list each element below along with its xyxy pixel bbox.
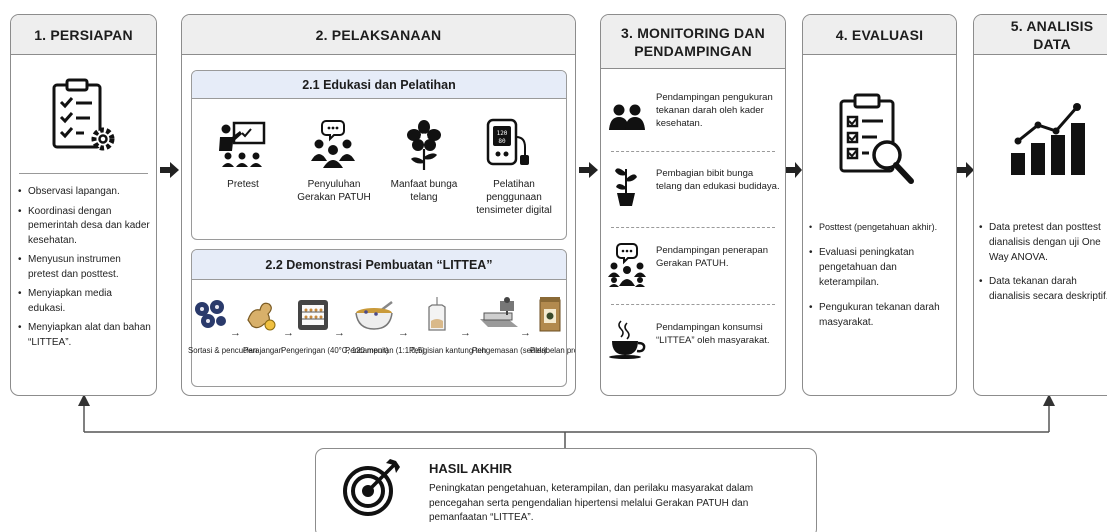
flow-arrow-4 [957,162,974,178]
monitoring-title: 3. MONITORING DAN PENDAMPINGAN [601,15,785,69]
divider [611,151,775,152]
blood-pressure-monitor-icon: 120 80 [485,117,529,174]
bullet-item: Menyiapkan alat dan bahan “LITTEA”. [18,321,151,350]
step-arrow-icon: → [460,327,471,339]
demo-step-label: Pengemasan (sealer) [472,346,547,355]
evaluasi-panel: 4. EVALUASI Posttest (pengetahuan akhir)… [802,14,957,396]
analisis-bullets: Data pretest dan posttest dianalisis den… [979,220,1107,309]
flowers-icon [193,300,227,335]
demo-step-label: Pelabelan produk [530,346,575,355]
bullet-item: Pengukuran tekanan darah masyarakat. [809,300,955,330]
seedling-pot-icon [613,163,639,212]
flower-icon [405,119,443,176]
tea-cup-icon [607,319,647,364]
hasil-akhir-text: Peningkatan pengetahuan, keterampilan, d… [429,483,754,523]
edukasi-item-label: Penyuluhan Gerakan PATUH [297,179,371,203]
svg-text:80: 80 [498,138,506,145]
tea-bag-icon [424,297,450,338]
svg-text:120: 120 [497,130,508,137]
demo-step-label: Perajangan [243,346,283,355]
persiapan-bullets: Observasi lapangan. Koordinasi dengan pe… [18,185,151,355]
monitoring-text: Pendampingan pengukuran tekanan darah ol… [656,92,773,129]
demo-step-label: Pencampuran (1:1:0,5) [345,346,425,355]
monitoring-text: Pendampingan konsumsi “LITTEA” oleh masy… [656,322,770,346]
clipboard-magnifier-icon [837,93,921,194]
bullet-item: Evaluasi peningkatan pengetahuan dan ket… [809,245,955,290]
demo-step-label: Sortasi & pencucian [188,346,258,355]
bullet-item: Observasi lapangan. [18,185,151,200]
pelaksanaan-panel: 2. PELAKSANAAN 2.1 Edukasi dan Pelatihan… [181,14,576,396]
divider [19,173,148,174]
step-arrow-icon: → [230,327,241,339]
group-discussion-icon [310,119,356,174]
persiapan-title: 1. PERSIAPAN [11,15,156,55]
bullet-item: Data pretest dan posttest dianalisis den… [979,220,1107,265]
bullet-item: Menyusun instrumen pretest dan posttest. [18,253,151,282]
divider [611,227,775,228]
step-arrow-icon: → [398,327,409,339]
evaluasi-bullets: Posttest (pengetahuan akhir). Evaluasi p… [809,220,955,335]
step-arrow-icon: → [334,327,345,339]
evaluasi-title: 4. EVALUASI [803,15,956,55]
bullet-item: Posttest (pengetahuan akhir). [809,220,955,235]
monitoring-panel: 3. MONITORING DAN PENDAMPINGAN Pendampin… [600,14,786,396]
community-chat-icon [607,243,647,292]
bullet-item: Data tekanan darah dianalisis secara des… [979,274,1107,304]
product-package-icon [539,296,561,337]
demo-step-label: Pengeringan (40°C, 120 menit) [281,346,389,355]
mixing-bowl-icon [354,301,396,336]
hasil-akhir-panel: HASIL AKHIR Peningkatan pengetahuan, ket… [315,448,817,532]
edukasi-item-label: Manfaat bunga telang [390,179,458,203]
teacher-presentation-icon [216,121,268,174]
step-arrow-icon: → [520,327,531,339]
clipboard-checklist-gear-icon [48,77,118,162]
divider [611,304,775,305]
pelaksanaan-title: 2. PELAKSANAAN [182,15,575,55]
analisis-title: 5. ANALISIS DATA [974,15,1107,55]
oven-icon [297,299,329,336]
sealer-machine-icon [478,297,520,336]
ginger-icon [244,298,278,337]
step-arrow-icon: → [283,327,294,339]
monitoring-text: Pendampingan penerapan Gerakan PATUH. [656,245,768,269]
monitoring-text: Pembagian bibit bunga telang dan edukasi… [656,168,780,192]
demo-step-label: Pengisian kantung teh [409,346,487,355]
persiapan-panel: 1. PERSIAPAN Observasi lapangan. Koordin… [10,14,157,396]
flow-arrow-1 [160,162,179,178]
bullet-item: Koordinasi dengan pemerintah desa dan ka… [18,205,151,249]
hasil-akhir-title: HASIL AKHIR [429,461,513,476]
bullet-item: Menyiapkan media edukasi. [18,287,151,316]
edukasi-item-label: Pelatihan penggunaan tensimeter digital [476,179,552,216]
target-icon [342,459,402,522]
edukasi-item-label: Pretest [227,179,259,190]
analisis-panel: 5. ANALISIS DATA Data pretest dan postte… [973,14,1107,396]
two-people-icon [609,103,645,136]
edukasi-subpanel: 2.1 Edukasi dan Pelatihan Pretest [191,70,567,240]
flow-arrow-2 [579,162,598,178]
demonstrasi-title: 2.2 Demonstrasi Pembuatan “LITTEA” [192,250,566,280]
edukasi-title: 2.1 Edukasi dan Pelatihan [192,71,566,99]
bar-chart-trend-icon [1007,101,1087,182]
flow-arrow-3 [785,162,802,178]
